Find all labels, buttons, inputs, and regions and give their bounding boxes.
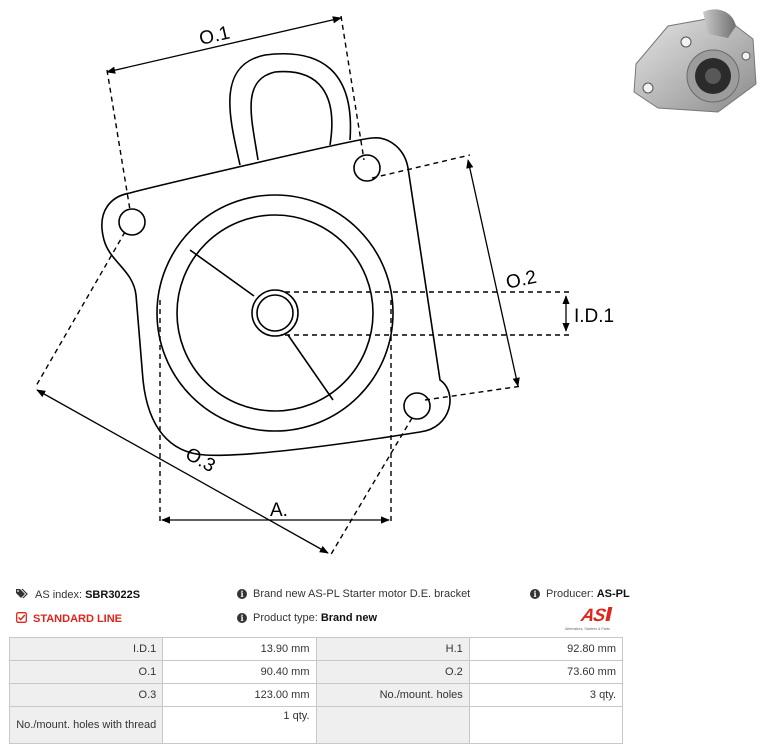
- product-type-label: Product type:: [253, 612, 318, 624]
- mount-hole-bottom-right: [403, 392, 431, 420]
- standard-line-label: STANDARD LINE: [33, 613, 123, 625]
- id1-label: I.D.1: [574, 306, 614, 327]
- top-loop-outer: [229, 53, 352, 166]
- o1-label: O.1: [197, 22, 232, 49]
- checkbox-icon: [16, 612, 27, 626]
- table-row: O.3 123.00 mm No./mount. holes 3 qty.: [8, 683, 624, 707]
- a-label: A.: [270, 500, 288, 521]
- spec-value: 123.00 mm: [162, 683, 317, 707]
- product-photo: [633, 9, 757, 113]
- product-type-info: i Product type: Brand new: [237, 612, 377, 624]
- logo-mark: AS: [579, 605, 608, 625]
- standard-line-info: STANDARD LINE: [16, 612, 122, 626]
- o3-dim-line: [36, 389, 329, 554]
- producer-info: i Producer: AS-PL: [530, 588, 630, 600]
- producer-label: Producer:: [546, 588, 594, 600]
- description-info: i Brand new AS-PL Starter motor D.E. bra…: [237, 588, 470, 600]
- spec-label: I.D.1: [8, 637, 164, 661]
- table-row: I.D.1 13.90 mm H.1 92.80 mm: [8, 637, 624, 661]
- spec-label: No./mount. holes: [315, 683, 470, 707]
- spec-value: 90.40 mm: [162, 660, 317, 684]
- product-description: Brand new AS-PL Starter motor D.E. brack…: [253, 588, 471, 600]
- spec-label: O.2: [315, 660, 470, 684]
- tags-icon: [16, 588, 29, 602]
- table-row: O.1 90.40 mm O.2 73.60 mm: [8, 660, 624, 684]
- spec-value: 13.90 mm: [162, 637, 317, 661]
- spec-label: [315, 706, 470, 744]
- top-loop-inner: [250, 70, 333, 161]
- technical-drawing: O.1 O.2 O.3 A. I.D.1: [35, 15, 614, 557]
- spec-value: [468, 706, 624, 744]
- spec-value: 92.80 mm: [468, 637, 624, 661]
- o2-dim-line: [466, 159, 520, 387]
- logo-tagline: Alternators, Starters & Parts: [565, 627, 610, 631]
- product-type-value: Brand new: [320, 612, 378, 624]
- outer-ring: [156, 194, 394, 432]
- spec-label: O.1: [8, 660, 164, 684]
- as-index-label: AS index:: [35, 589, 83, 601]
- mount-hole-left: [118, 208, 146, 236]
- spec-label: No./mount. holes with thread: [8, 706, 164, 744]
- producer-value: AS-PL: [596, 588, 630, 600]
- bore-outer: [251, 289, 299, 337]
- as-index-value: SBR3022S: [85, 589, 141, 601]
- spec-label: H.1: [315, 637, 470, 661]
- sector-cut: [189, 249, 334, 401]
- specs-table: I.D.1 13.90 mm H.1 92.80 mm O.1 90.40 mm…: [8, 637, 624, 744]
- spec-value: 1 qty.: [162, 706, 317, 744]
- as-pl-logo: AS Alternators, Starters & Parts: [565, 605, 613, 631]
- table-row: No./mount. holes with thread 1 qty.: [8, 706, 624, 744]
- bracket-outline: [101, 137, 451, 457]
- info-icon: i: [530, 589, 540, 599]
- info-icon: i: [237, 613, 247, 623]
- o3-label: O.3: [182, 444, 219, 477]
- spec-value: 3 qty.: [468, 683, 624, 707]
- mount-hole-top-right: [353, 154, 381, 182]
- bore-inner: [256, 294, 294, 332]
- o2-label: O.2: [504, 267, 538, 294]
- info-icon: i: [237, 589, 247, 599]
- spec-label: O.3: [8, 683, 164, 707]
- spec-value: 73.60 mm: [468, 660, 624, 684]
- as-index-info: AS index: SBR3022S: [16, 588, 140, 602]
- o1-dim-line: [106, 16, 342, 74]
- inner-ring: [176, 214, 374, 412]
